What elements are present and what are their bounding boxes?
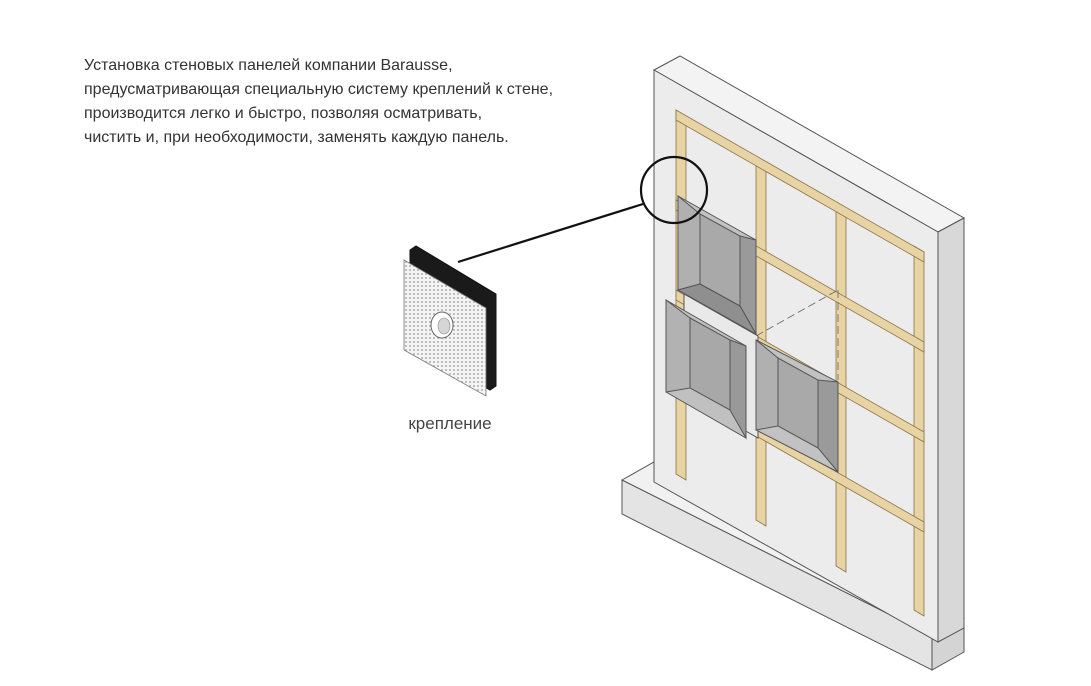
description-line-3: производится легко и быстро, позволяя ос… (84, 105, 483, 122)
wall-panel-right (755, 338, 839, 474)
wall-panel-top (676, 194, 758, 336)
wall-panel-left (665, 293, 759, 440)
description-line-2: предусматривающая специальную систему кр… (84, 81, 554, 98)
fastener-label: крепление (408, 414, 492, 433)
fastener-plate-icon (403, 245, 497, 397)
description-line-1: Установка стеновых панелей компании Bara… (84, 57, 453, 74)
hidden-lines (755, 289, 839, 380)
magnifier-circle-icon (639, 155, 709, 225)
description-text: Установка стеновых панелей компании Bara… (84, 54, 684, 150)
leader-line (457, 202, 644, 264)
description-line-4: чистить и, при необходимости, заменять к… (84, 129, 509, 146)
